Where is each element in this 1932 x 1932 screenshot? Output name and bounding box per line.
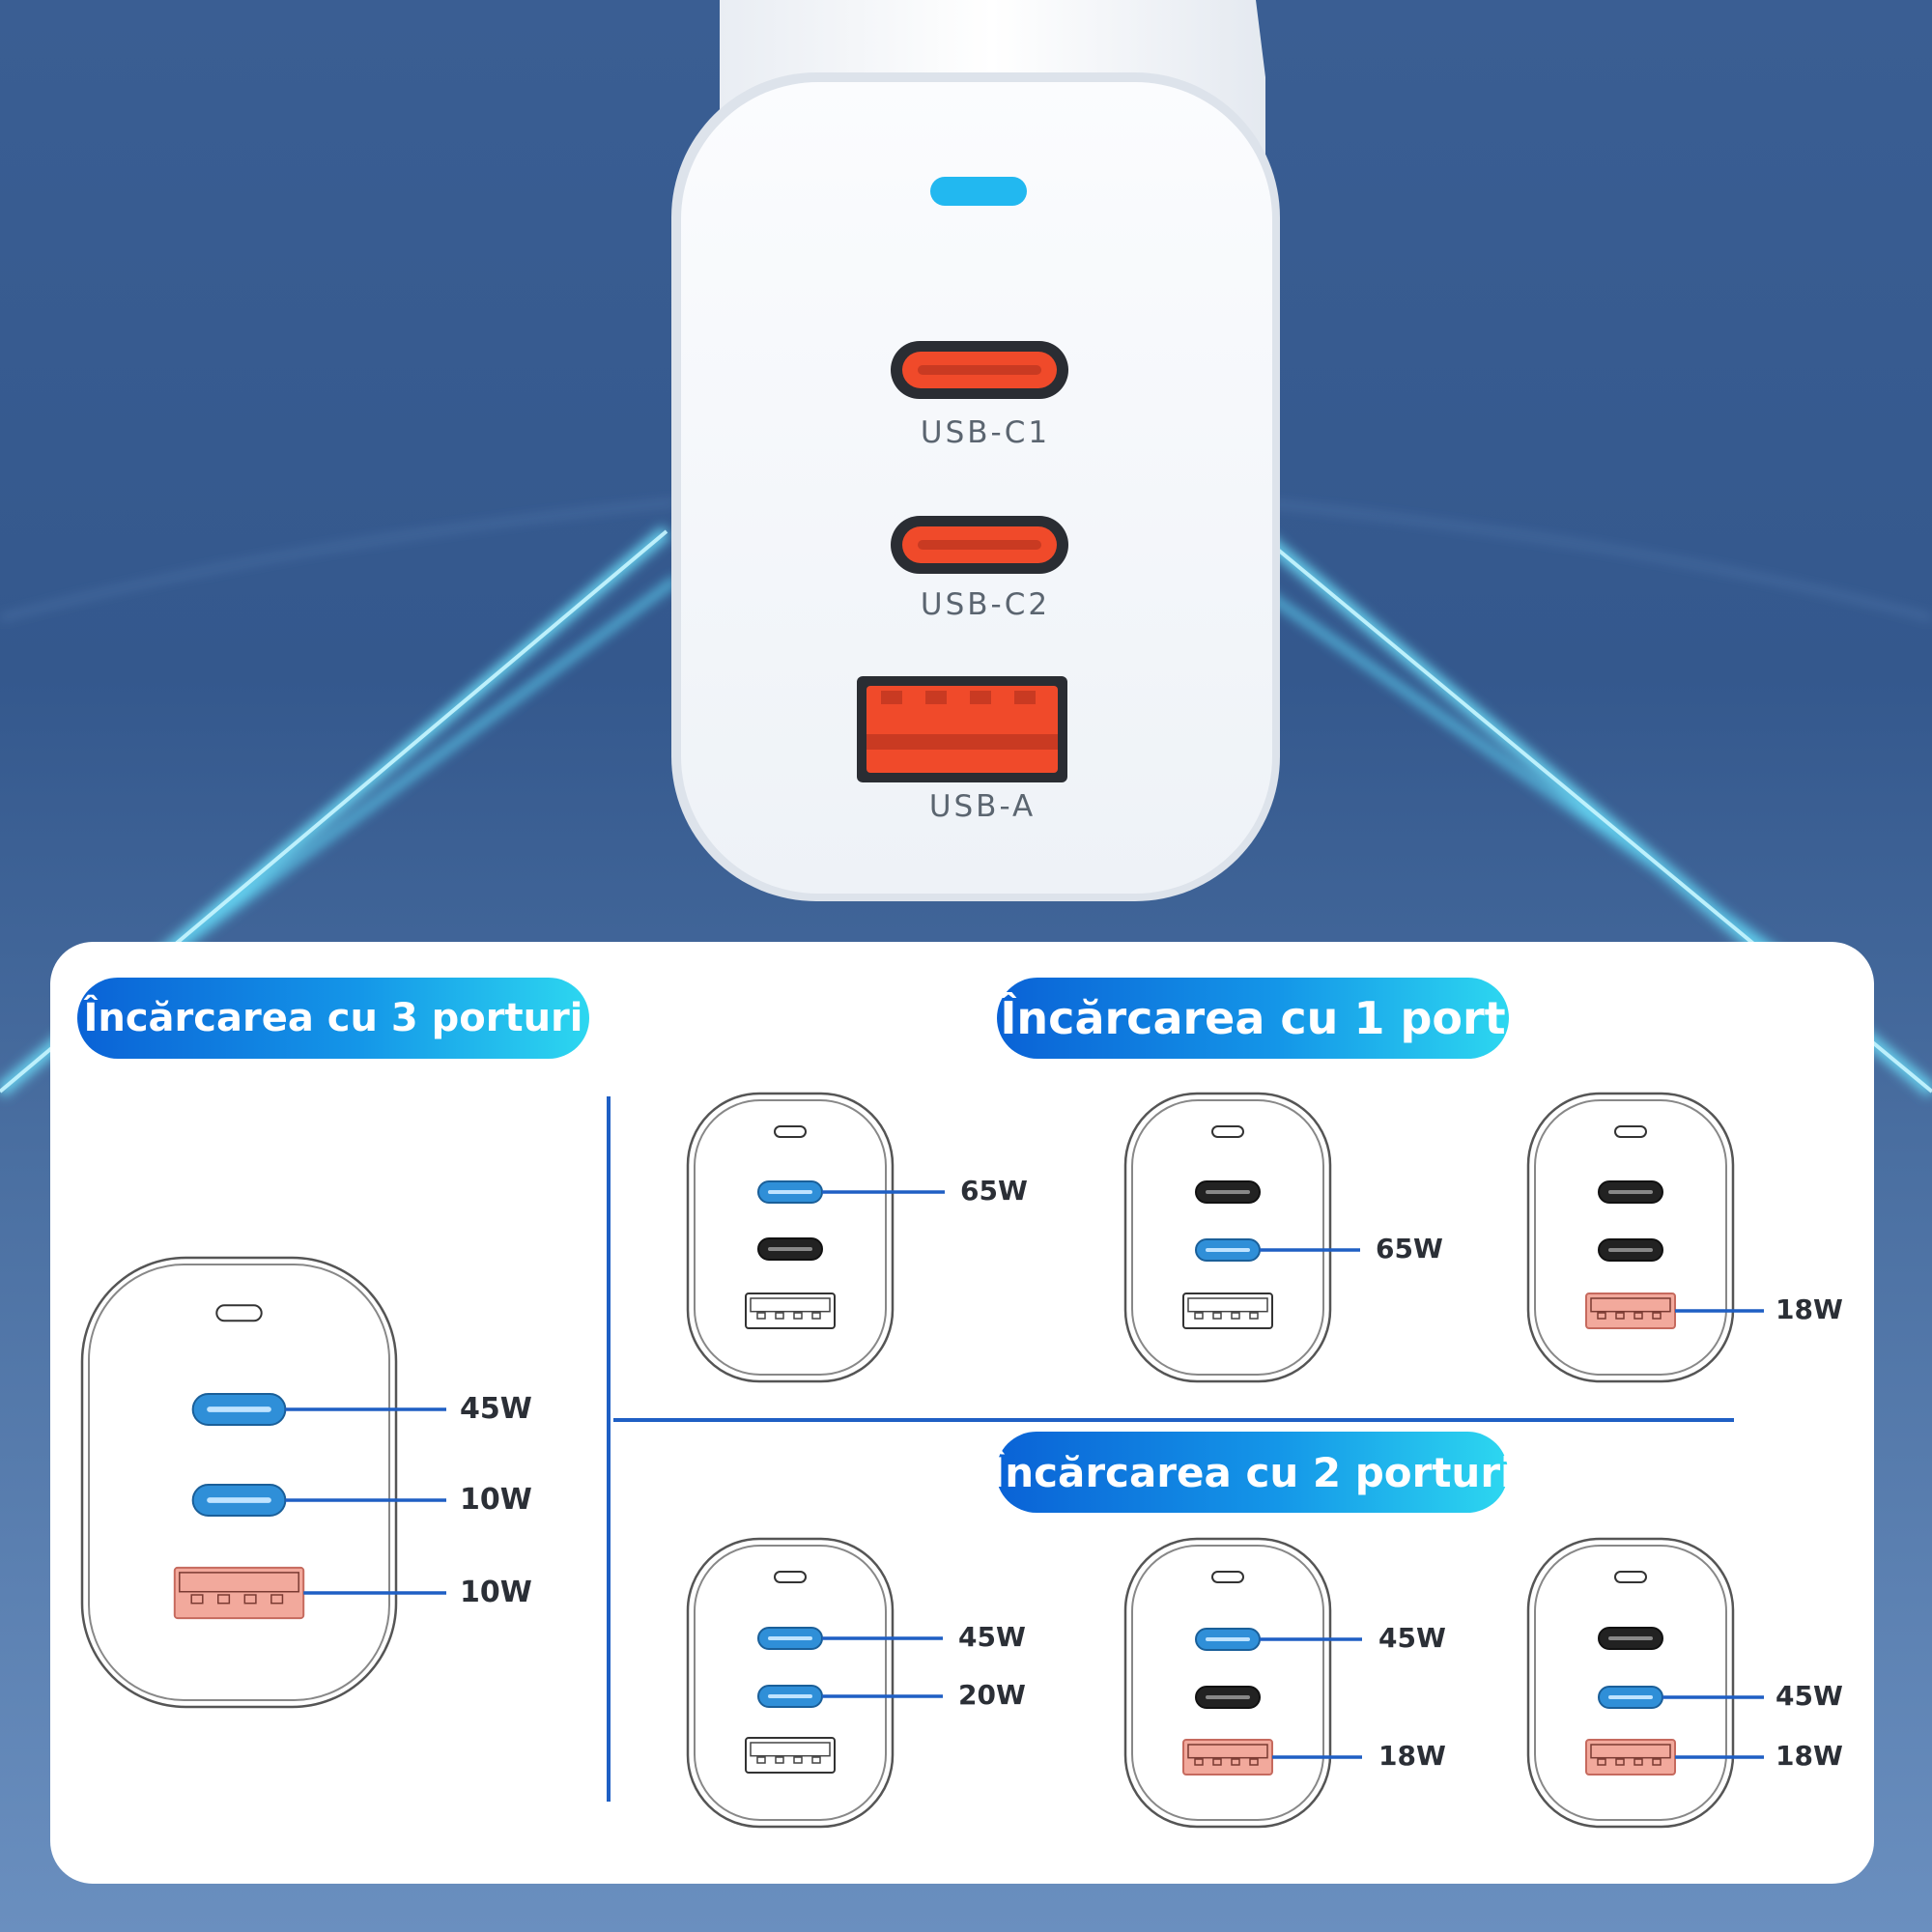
usb-c2-port xyxy=(891,516,1068,574)
usb-c1-label: USB-C1 xyxy=(920,415,1051,450)
watt-label-a: 18W xyxy=(1776,1293,1843,1325)
watt-label-a: 18W xyxy=(1378,1740,1446,1772)
watt-label-c1: 65W xyxy=(960,1175,1028,1207)
diagram-two-port-c1-a xyxy=(1123,1537,1362,1829)
watt-label-c1: 45W xyxy=(958,1621,1026,1653)
watt-label-a: 10W xyxy=(460,1576,532,1609)
diagram-one-port-a xyxy=(1526,1092,1764,1383)
usb-a-port xyxy=(857,676,1067,782)
three-port-title: Încărcarea cu 3 porturi xyxy=(77,978,589,1059)
led-icon xyxy=(1211,1125,1244,1138)
diagram-two-port-c2-a xyxy=(1526,1537,1764,1829)
watt-label-c1: 45W xyxy=(460,1392,532,1426)
indicator-led xyxy=(930,177,1027,206)
one-port-title: Încărcarea cu 1 port xyxy=(997,978,1509,1059)
charger-hero xyxy=(671,0,1280,901)
led-icon xyxy=(774,1125,807,1138)
watt-label-c1: 45W xyxy=(1378,1622,1446,1654)
usb-c1-port xyxy=(891,341,1068,399)
watt-label-c2: 65W xyxy=(1376,1233,1443,1264)
watt-label-c2: 45W xyxy=(1776,1680,1843,1712)
watt-label-a: 18W xyxy=(1776,1740,1843,1772)
usb-c2-label: USB-C2 xyxy=(920,587,1051,622)
diagram-one-port-c2 xyxy=(1123,1092,1360,1383)
usb-a-label: USB-A xyxy=(928,789,1037,824)
watt-label-c2: 20W xyxy=(958,1679,1026,1711)
two-port-title: Încărcarea cu 2 porturi xyxy=(990,1432,1514,1513)
led-icon xyxy=(1614,1571,1647,1583)
diagram-two-port-c1-c2 xyxy=(686,1537,943,1829)
vertical-divider xyxy=(607,1096,611,1802)
usb-a-port-icon xyxy=(173,1566,305,1620)
led-icon xyxy=(1211,1571,1244,1583)
led-icon xyxy=(774,1571,807,1583)
horizontal-divider xyxy=(613,1418,1734,1422)
led-icon xyxy=(1614,1125,1647,1138)
led-icon xyxy=(215,1304,263,1322)
watt-label-c2: 10W xyxy=(460,1483,532,1517)
diagram-one-port-c1 xyxy=(686,1092,945,1383)
diagram-three-ports xyxy=(80,1256,446,1709)
